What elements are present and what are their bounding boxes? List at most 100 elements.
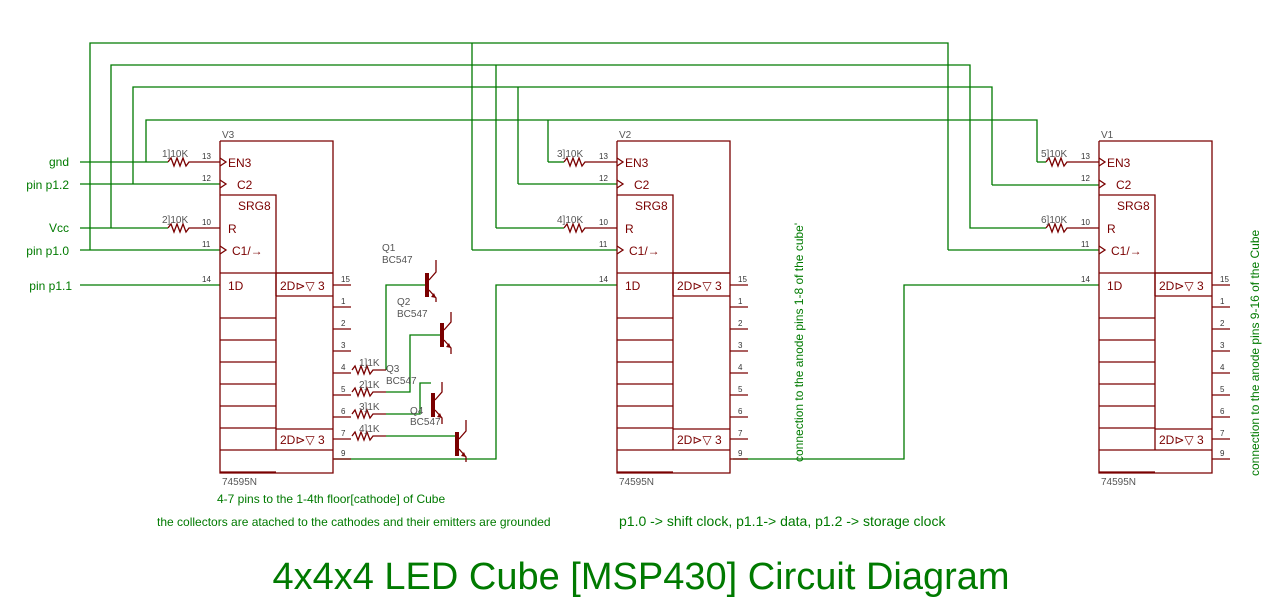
res-top-label: 5]10K [1041,149,1067,160]
pin-number: 12 [1081,174,1090,183]
chip-func-label: SRG8 [635,199,668,213]
res-bot-label: 2]10K [162,215,188,226]
chip-r-label: R [1107,222,1116,236]
chip-en-label: EN3 [1107,156,1131,170]
chip-d-label: 1D [1107,279,1123,293]
pin-number: 13 [202,152,211,161]
pin-number: 15 [738,275,747,284]
bus-wires [80,42,1099,460]
chip-r-label: R [228,222,237,236]
q1-name: Q1 [382,243,396,254]
q3-type: BC547 [386,376,417,387]
note-anode-9-16: connection to the anode pins 9-16 of the… [1248,229,1262,476]
res-bot-label: 6]10K [1041,215,1067,226]
chip-out2-label: 2D⊳▽ 3 [280,433,325,447]
label-vcc: Vcc [49,221,69,235]
pin-number: 9 [341,449,346,458]
chip-out-label: 2D⊳▽ 3 [1159,279,1204,293]
pin-number: 1 [341,297,346,306]
pin-number: 6 [1220,407,1225,416]
pullup-resistors [167,156,1099,234]
chip-c1-label: C1/→ [1111,244,1142,258]
pin-number: 14 [599,275,608,284]
chip-c2-label: C2 [237,178,253,192]
chip-part: 74595N [222,477,257,488]
note-pin-map: p1.0 -> shift clock, p1.1-> data, p1.2 -… [619,513,946,529]
label-pin-p1-0: pin p1.0 [26,244,69,258]
pin-number: 2 [1220,319,1225,328]
pin-number: 7 [1220,429,1225,438]
pin-number: 1 [1220,297,1225,306]
pin-number: 11 [1081,240,1090,249]
pin-number: 6 [341,407,346,416]
pin-number: 7 [341,429,346,438]
q2-name: Q2 [397,297,411,308]
chip-func-label: SRG8 [238,199,271,213]
transistor-q2 [440,312,452,354]
notes: 4-7 pins to the 1-4th floor[cathode] of … [157,223,1262,529]
note-collectors: the collectors are atached to the cathod… [157,515,551,529]
label-pin-p1-1: pin p1.1 [29,279,72,293]
q1-type: BC547 [382,255,413,266]
pin-number: 13 [599,152,608,161]
base-resistors [351,364,386,442]
note-floor: 4-7 pins to the 1-4th floor[cathode] of … [217,492,445,506]
chip-r-label: R [625,222,634,236]
r1k-4-label: 4]1K [359,424,380,435]
chip-part: 74595N [619,477,654,488]
r1k-3-label: 3]1K [359,402,380,413]
pin-number: 10 [1081,218,1090,227]
res-top-label: 1]10K [162,149,188,160]
chip-func-label: SRG8 [1117,199,1150,213]
pin-number: 9 [1220,449,1225,458]
transistor-q4 [455,420,467,462]
pin-number: 6 [738,407,743,416]
chip-c1-label: C1/→ [629,244,660,258]
chip-c1-label: C1/→ [232,244,263,258]
label-gnd: gnd [49,155,69,169]
chip-d-label: 1D [228,279,244,293]
pin-number: 3 [341,341,346,350]
pin-number: 2 [341,319,346,328]
q2-type: BC547 [397,309,428,320]
chip-out2-label: 2D⊳▽ 3 [677,433,722,447]
label-pin-p1-2: pin p1.2 [26,178,69,192]
pin-number: 5 [738,385,743,394]
transistor-q3 [431,382,443,424]
chip-en-label: EN3 [228,156,252,170]
chip-c2-label: C2 [634,178,650,192]
pin-number: 11 [599,240,608,249]
pin-number: 9 [738,449,743,458]
pin-number: 1 [738,297,743,306]
pin-number: 12 [599,174,608,183]
pin-number: 2 [738,319,743,328]
note-anode-1-8: connection to the anode pins 1-8 of the … [792,223,806,462]
pin-number: 13 [1081,152,1090,161]
chip-en-label: EN3 [625,156,649,170]
pin-number: 14 [202,275,211,284]
pin-number: 3 [1220,341,1225,350]
pin-number: 10 [202,218,211,227]
pin-number: 5 [341,385,346,394]
page-title: 4x4x4 LED Cube [MSP430] Circuit Diagram [272,556,1010,598]
pin-number: 15 [1220,275,1229,284]
chip-part: 74595N [1101,477,1136,488]
pin-number: 5 [1220,385,1225,394]
chip-out-label: 2D⊳▽ 3 [677,279,722,293]
r1k-1-label: 1]1K [359,358,380,369]
res-top-label: 3]10K [557,149,583,160]
chip-out-label: 2D⊳▽ 3 [280,279,325,293]
pin-number: 14 [1081,275,1090,284]
chip-c2-label: C2 [1116,178,1132,192]
res-bot-label: 4]10K [557,215,583,226]
pin-number: 10 [599,218,608,227]
pin-number: 15 [341,275,350,284]
chip-d-label: 1D [625,279,641,293]
chip-out2-label: 2D⊳▽ 3 [1159,433,1204,447]
transistor-q1 [425,260,437,302]
input-labels: gnd pin p1.2 Vcc pin p1.0 pin p1.1 [26,155,72,293]
